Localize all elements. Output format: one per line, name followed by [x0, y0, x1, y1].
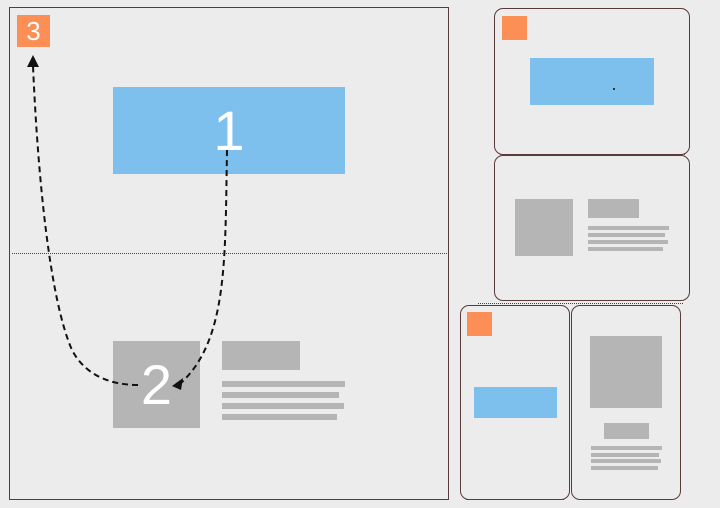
bottom-right-text-line — [591, 459, 661, 463]
main-corner-badge: 3 — [17, 15, 50, 47]
middle-right-heading-bar — [588, 199, 639, 218]
bottom-right-heading-bar — [604, 423, 649, 439]
corner-badge-label: 3 — [26, 16, 41, 46]
main-content-text-line — [222, 381, 345, 387]
top-right-badge — [502, 16, 527, 40]
top-right-card-bottom-divider — [500, 154, 685, 155]
bottom-left-card-bottom-divider — [466, 499, 564, 500]
bottom-left-badge — [467, 312, 492, 336]
bottom-left-blue-block — [474, 387, 557, 418]
middle-right-card-bottom-divider — [478, 303, 683, 304]
main-content-text-line — [222, 403, 344, 409]
main-content-text-line — [222, 414, 337, 420]
bottom-right-text-line — [591, 453, 659, 457]
bottom-right-text-line — [591, 466, 658, 470]
main-content-heading-bar — [222, 341, 300, 370]
content-block-label: 2 — [140, 352, 173, 416]
bottom-right-text-line — [591, 446, 662, 450]
middle-right-text-line — [588, 226, 669, 230]
header-block-label: 1 — [213, 98, 245, 162]
main-content-text-line — [222, 392, 339, 398]
bottom-right-image-block — [590, 336, 662, 408]
middle-right-text-line — [588, 240, 668, 244]
middle-right-text-line — [588, 247, 663, 251]
main-panel-divider — [12, 253, 447, 254]
top-right-blue-block — [530, 58, 654, 105]
top-right-dot — [613, 88, 615, 90]
main-content-image-block: 2 — [113, 341, 200, 428]
middle-right-text-line — [588, 233, 665, 237]
middle-right-image-block — [515, 199, 573, 256]
main-header-block: 1 — [113, 87, 345, 174]
